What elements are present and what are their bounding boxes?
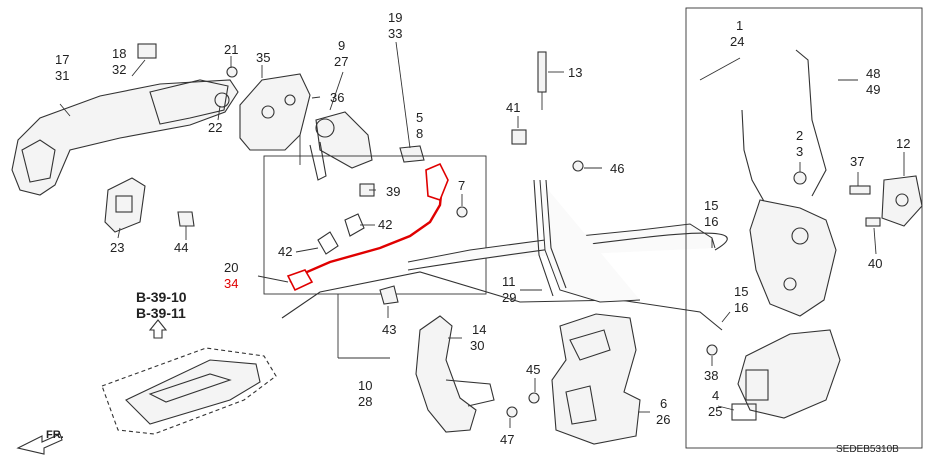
rod-group-box <box>263 155 487 295</box>
latch-actuator <box>551 313 641 445</box>
callout-40: 40 <box>868 256 882 271</box>
leader-lines <box>59 41 905 428</box>
screw-38 <box>706 344 718 356</box>
callout-43: 43 <box>382 322 396 337</box>
clip-2 <box>793 171 807 185</box>
callout-23: 23 <box>110 240 124 255</box>
nut-21 <box>226 66 238 78</box>
door-lock-actuator <box>731 329 841 421</box>
striker-12 <box>881 175 923 227</box>
inside-handle-bracket <box>415 315 495 433</box>
diagram-code: SEDEB5310B <box>836 444 899 455</box>
latch-group-box <box>685 7 923 449</box>
rod-clips-42 <box>317 213 365 255</box>
outer-handle-rod-highlighted <box>286 162 449 292</box>
outside-door-handle <box>11 79 239 196</box>
handle-bracket <box>239 73 311 165</box>
screw-46 <box>572 160 584 172</box>
callout-22: 22 <box>208 120 222 135</box>
screw-47 <box>506 406 518 418</box>
screw-40 <box>865 217 881 227</box>
handle-base-pad <box>104 177 146 233</box>
reference-label-1: B-39-10 <box>136 289 187 305</box>
clip-43 <box>379 285 399 305</box>
callout-44: 44 <box>174 240 188 255</box>
callout-38: 38 <box>704 368 718 383</box>
callout-45: 45 <box>526 362 540 377</box>
cylinder-rod-5 <box>399 145 425 163</box>
door-latch-assembly <box>749 199 837 317</box>
reference-label-2: B-39-11 <box>136 305 186 321</box>
callout-13: 13 <box>568 65 582 80</box>
callout-47: 47 <box>500 432 514 447</box>
escutcheon-18 <box>137 43 157 59</box>
callout-37: 37 <box>850 154 864 169</box>
callout-36: 36 <box>330 90 344 105</box>
screw-37 <box>849 185 871 195</box>
latch-rods <box>741 49 827 213</box>
bolt-13 <box>537 51 547 110</box>
callout-7: 7 <box>458 178 465 193</box>
callout-46: 46 <box>610 161 624 176</box>
callout-12: 12 <box>896 136 910 151</box>
door-cables <box>281 179 728 331</box>
callout-35: 35 <box>256 50 270 65</box>
callout-42b: 42 <box>278 244 292 259</box>
front-direction-arrow <box>16 433 63 455</box>
clip-41 <box>511 129 527 145</box>
inside-door-handle-reference <box>101 347 277 435</box>
callout-39: 39 <box>386 184 400 199</box>
reference-arrow <box>148 319 168 339</box>
front-direction-label: FR. <box>46 429 64 441</box>
screw-7 <box>456 206 468 218</box>
callout-42a: 42 <box>378 217 392 232</box>
callout-21: 21 <box>224 42 238 57</box>
screw-44 <box>177 211 195 240</box>
screw-45 <box>528 392 540 404</box>
lock-cylinder <box>309 111 373 181</box>
callout-41: 41 <box>506 100 520 115</box>
